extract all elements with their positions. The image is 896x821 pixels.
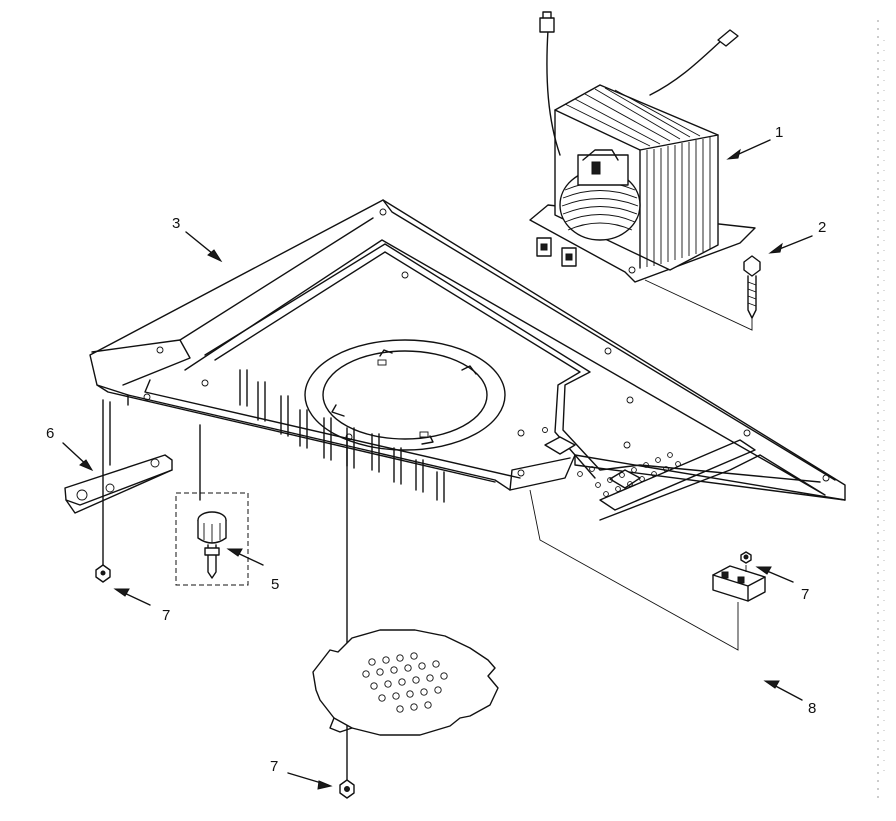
callout-labels: 1 2 3 5 6 7 7 7 8 — [46, 124, 826, 775]
transformer — [529, 11, 756, 283]
screw-7-left — [95, 399, 111, 583]
cover-plate — [312, 629, 499, 736]
callout-8: 8 — [808, 700, 816, 717]
callout-2: 2 — [818, 219, 826, 236]
screw-7-bottom — [339, 439, 355, 799]
base-plate — [89, 199, 846, 521]
lamination-lines — [564, 87, 711, 267]
cover-vent-holes — [362, 652, 448, 713]
screw-2 — [644, 255, 761, 331]
turntable-opening — [304, 339, 506, 451]
callout-6: 6 — [46, 425, 54, 442]
foot-assembly — [175, 424, 249, 586]
callout-7: 7 — [162, 607, 170, 624]
callout-7: 7 — [270, 758, 278, 775]
leader-arrows — [62, 139, 813, 790]
screw-7-right — [740, 551, 752, 564]
scan-edge-artifact — [877, 20, 885, 800]
clip — [529, 489, 766, 651]
callout-1: 1 — [775, 124, 783, 141]
bracket — [64, 401, 173, 514]
callout-7: 7 — [801, 586, 809, 603]
vent-slots — [239, 369, 445, 503]
callout-3: 3 — [172, 215, 180, 232]
callout-5: 5 — [271, 576, 279, 593]
